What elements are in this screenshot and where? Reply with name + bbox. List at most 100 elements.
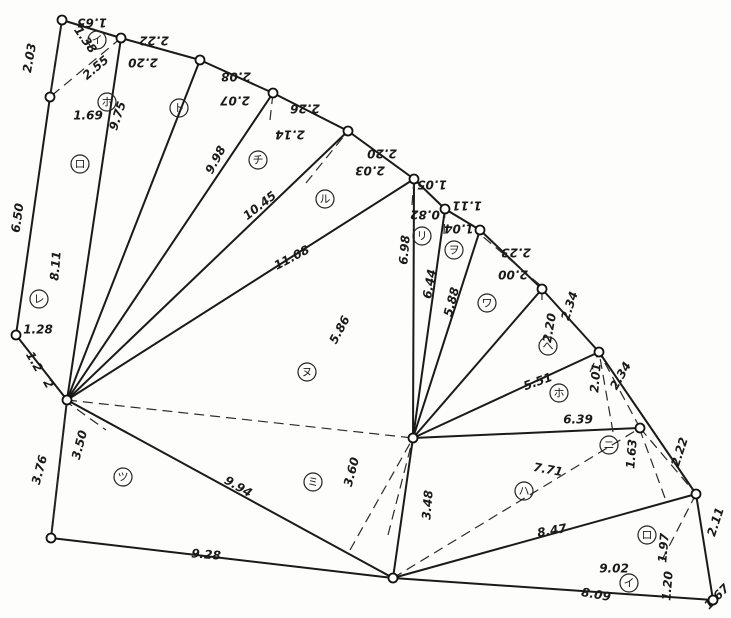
length-label: 2.20	[367, 147, 397, 161]
length-label: 2.08	[221, 70, 251, 84]
parcel-marker-circle	[70, 154, 90, 174]
parcel-marker-circle	[169, 98, 189, 118]
length-label: 2.14	[275, 128, 305, 142]
survey-point	[45, 532, 57, 544]
length-label: 2.26	[290, 102, 320, 116]
solid-edge	[541, 288, 600, 353]
length-label: 2.34	[558, 290, 580, 322]
dashed-edge	[49, 19, 63, 98]
length-label: 3.76	[29, 454, 50, 486]
length-label: 8.09	[580, 585, 612, 604]
length-label: 2.20	[128, 56, 158, 70]
parcel-marker-label: ミ	[308, 476, 319, 489]
length-label: 2.01	[587, 363, 604, 394]
survey-point	[536, 283, 548, 295]
dashed-edge	[661, 493, 697, 561]
parcel-marker-circle	[297, 362, 317, 382]
length-label: 2.55	[80, 53, 112, 83]
parcel-marker-circle	[538, 336, 558, 356]
parcel-marker-circle	[637, 525, 657, 545]
parcel-marker-label: ワ	[482, 297, 493, 310]
length-label: 5.86	[326, 313, 352, 346]
solid-edge	[66, 130, 349, 401]
survey-point	[61, 394, 73, 406]
dashed-edge	[50, 399, 68, 539]
solid-edge	[50, 537, 394, 579]
solid-edge	[412, 288, 543, 439]
length-label: 3.48	[419, 490, 436, 521]
length-label: 2	[40, 377, 56, 391]
parcel-marker-circle	[514, 481, 534, 501]
survey-point	[407, 432, 419, 444]
length-label: 1.28	[23, 323, 53, 337]
length-label: 7.71	[532, 460, 564, 479]
length-label: 9.02	[599, 562, 629, 576]
solid-edge	[66, 178, 415, 401]
length-label: 2.23	[501, 246, 531, 260]
parcel-marker-circle	[412, 226, 432, 246]
solid-edge	[412, 427, 641, 439]
dashed-edge	[598, 351, 641, 429]
parcel-marker-label: ヲ	[449, 244, 460, 257]
parcel-marker-circle	[97, 92, 117, 112]
length-label: 3.60	[341, 456, 362, 488]
dashed-edge	[66, 399, 414, 439]
survey-point	[593, 346, 605, 358]
parcel-marker-label: ツ	[118, 471, 129, 484]
parcel-marker-label: ル	[320, 193, 331, 206]
length-label: 2.20	[540, 312, 559, 344]
solid-edge	[412, 229, 481, 439]
survey-point	[115, 32, 127, 44]
length-label: 9.94	[222, 473, 255, 500]
parcel-marker-circle	[113, 467, 133, 487]
length-label: 1.63	[623, 439, 640, 470]
length-label: 0.82	[410, 208, 440, 222]
length-label: 9.98	[202, 143, 228, 176]
dashed-edge	[639, 429, 666, 499]
solid-edge	[412, 178, 415, 439]
length-label: 2.03	[355, 164, 385, 178]
length-label: 1.11	[452, 199, 482, 213]
length-label: 1.20	[659, 571, 676, 602]
solid-edge	[120, 37, 201, 61]
solid-edge	[272, 92, 349, 132]
parcel-marker-label: レ	[34, 293, 45, 306]
parcel-marker-label: ハ	[519, 485, 530, 498]
dashed-edge	[387, 437, 414, 536]
length-label: 6.98	[396, 235, 413, 266]
length-label: 2.11	[704, 506, 726, 538]
solid-edge	[412, 208, 446, 439]
solid-edge	[598, 351, 697, 495]
solid-edge	[413, 178, 446, 210]
solid-edge	[347, 130, 415, 180]
survey-point	[342, 125, 354, 137]
length-label: 1.04	[444, 222, 474, 236]
parcel-marker-label: ニ	[604, 439, 615, 452]
parcel-marker-label: チ	[253, 154, 264, 167]
survey-point	[408, 173, 420, 185]
length-label: 5.88	[441, 286, 462, 318]
survey-point	[44, 91, 56, 103]
survey-point	[634, 422, 646, 434]
dashed-edge	[305, 130, 349, 184]
length-label: 2.22	[668, 436, 690, 468]
parcel-marker-label: ホ	[102, 96, 113, 109]
parcel-marker-circle	[477, 293, 497, 313]
length-label: 2.07	[220, 94, 250, 108]
solid-edge	[199, 59, 274, 94]
length-label: 2.22	[139, 34, 169, 48]
parcel-marker-circle	[29, 289, 49, 309]
survey-point	[267, 87, 279, 99]
survey-point	[10, 329, 22, 341]
parcel-marker-label: へ	[543, 340, 554, 353]
parcel-marker-label: リ	[417, 230, 428, 243]
dashed-edge	[639, 427, 697, 495]
length-label: 2.03	[20, 42, 39, 74]
length-label: 6.39	[563, 413, 593, 427]
parcel-marker-circle	[549, 383, 569, 403]
dashed-edge	[480, 234, 541, 286]
length-label: 1.97	[655, 532, 672, 563]
survey-point	[56, 14, 68, 26]
dashed-edge	[598, 351, 614, 433]
